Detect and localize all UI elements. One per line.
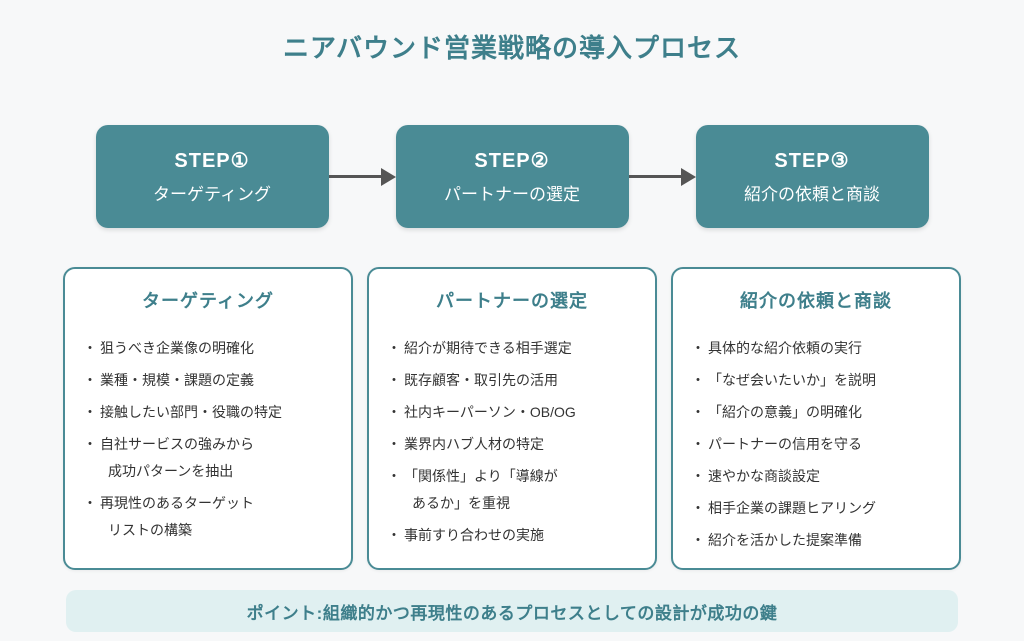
- card-title: パートナーの選定: [436, 291, 588, 311]
- list-item: 紹介を活かした提案準備: [691, 527, 941, 554]
- card-title: 紹介の依頼と商談: [740, 291, 892, 311]
- list-item-text: 紹介が期待できる相手選定: [404, 340, 572, 356]
- list-item: 自社サービスの強みから 成功パターンを抽出: [83, 431, 333, 485]
- list-item-text: 業界内ハブ人材の特定: [404, 436, 544, 452]
- list-item: 業界内ハブ人材の特定: [387, 431, 637, 458]
- list-item: 狙うべき企業像の明確化: [83, 335, 333, 362]
- list-item-text: 具体的な紹介依頼の実行: [708, 340, 862, 356]
- list-item: 既存顧客・取引先の活用: [387, 367, 637, 394]
- point-banner: ポイント:組織的かつ再現性のあるプロセスとしての設計が成功の鍵: [66, 590, 958, 632]
- arrow-head: [680, 167, 696, 186]
- arrow-shaft: [628, 175, 681, 178]
- list-item-text: 接触したい部門・役職の特定: [100, 404, 282, 420]
- arrow-head: [380, 167, 396, 186]
- list-item-text: パートナーの信用を守る: [708, 436, 862, 452]
- list-item-text: 事前すり合わせの実施: [404, 527, 544, 543]
- list-item-text: 業種・規模・課題の定義: [100, 372, 254, 388]
- arrow-shaft: [328, 175, 381, 178]
- cards-row: ターゲティング 狙うべき企業像の明確化 業種・規模・課題の定義 接触したい部門・…: [0, 267, 1024, 570]
- card-targeting: ターゲティング 狙うべき企業像の明確化 業種・規模・課題の定義 接触したい部門・…: [63, 267, 353, 570]
- list-item: 具体的な紹介依頼の実行: [691, 335, 941, 362]
- card-partner-selection: パートナーの選定 紹介が期待できる相手選定 既存顧客・取引先の活用 社内キーパー…: [367, 267, 657, 570]
- list-item-text: あるか」を重視: [412, 495, 510, 511]
- list-item-text: 成功パターンを抽出: [108, 463, 234, 479]
- card-title: ターゲティング: [142, 291, 274, 311]
- list-item: 相手企業の課題ヒアリング: [691, 495, 941, 522]
- list-item-text: リストの構築: [108, 522, 192, 538]
- step-3-label: STEP③: [774, 150, 850, 172]
- step-1-label: STEP①: [174, 150, 250, 172]
- list-item: 社内キーパーソン・OB/OG: [387, 399, 637, 426]
- list-item-text: 速やかな商談設定: [708, 468, 820, 484]
- steps-row: STEP① ターゲティング STEP② パートナーの選定 STEP③ 紹介の依頼…: [0, 125, 1024, 228]
- list-item-text: 紹介を活かした提案準備: [708, 532, 862, 548]
- step-box-1: STEP① ターゲティング: [95, 125, 329, 228]
- list-item-text: 再現性のあるターゲット: [100, 495, 254, 511]
- step-box-2: STEP② パートナーの選定: [395, 125, 629, 228]
- list-item: パートナーの信用を守る: [691, 431, 941, 458]
- step-1-name: ターゲティング: [153, 185, 271, 204]
- point-text: ポイント:組織的かつ再現性のあるプロセスとしての設計が成功の鍵: [246, 603, 778, 623]
- step-3-name: 紹介の依頼と商談: [744, 185, 880, 204]
- list-item-text: 「紹介の意義」の明確化: [708, 404, 862, 420]
- list-item: 再現性のあるターゲット リストの構築: [83, 490, 333, 544]
- list-item: 事前すり合わせの実施: [387, 522, 637, 549]
- arrow-right-icon: [328, 167, 396, 187]
- list-item-text: 既存顧客・取引先の活用: [404, 372, 558, 388]
- list-item: 接触したい部門・役職の特定: [83, 399, 333, 426]
- step-2-label: STEP②: [474, 150, 550, 172]
- list-item: 「関係性」より「導線が あるか」を重視: [387, 463, 637, 517]
- card-referral-meeting: 紹介の依頼と商談 具体的な紹介依頼の実行 「なぜ会いたいか」を説明 「紹介の意義…: [671, 267, 961, 570]
- step-2-name: パートナーの選定: [444, 185, 580, 204]
- list-item-text: 「関係性」より「導線が: [404, 468, 558, 484]
- list-item-text: 自社サービスの強みから: [100, 436, 254, 452]
- list-item-text: 狙うべき企業像の明確化: [100, 340, 254, 356]
- list-item-text: 相手企業の課題ヒアリング: [708, 500, 876, 516]
- list-item: 紹介が期待できる相手選定: [387, 335, 637, 362]
- list-item: 速やかな商談設定: [691, 463, 941, 490]
- list-item-text: 「なぜ会いたいか」を説明: [708, 372, 876, 388]
- list-item: 「なぜ会いたいか」を説明: [691, 367, 941, 394]
- list-item: 「紹介の意義」の明確化: [691, 399, 941, 426]
- list-item: 業種・規模・課題の定義: [83, 367, 333, 394]
- page-title: ニアバウンド営業戦略の導入プロセス: [283, 33, 741, 63]
- list-item-text: 社内キーパーソン・OB/OG: [404, 404, 576, 420]
- step-box-3: STEP③ 紹介の依頼と商談: [695, 125, 929, 228]
- arrow-right-icon: [628, 167, 696, 187]
